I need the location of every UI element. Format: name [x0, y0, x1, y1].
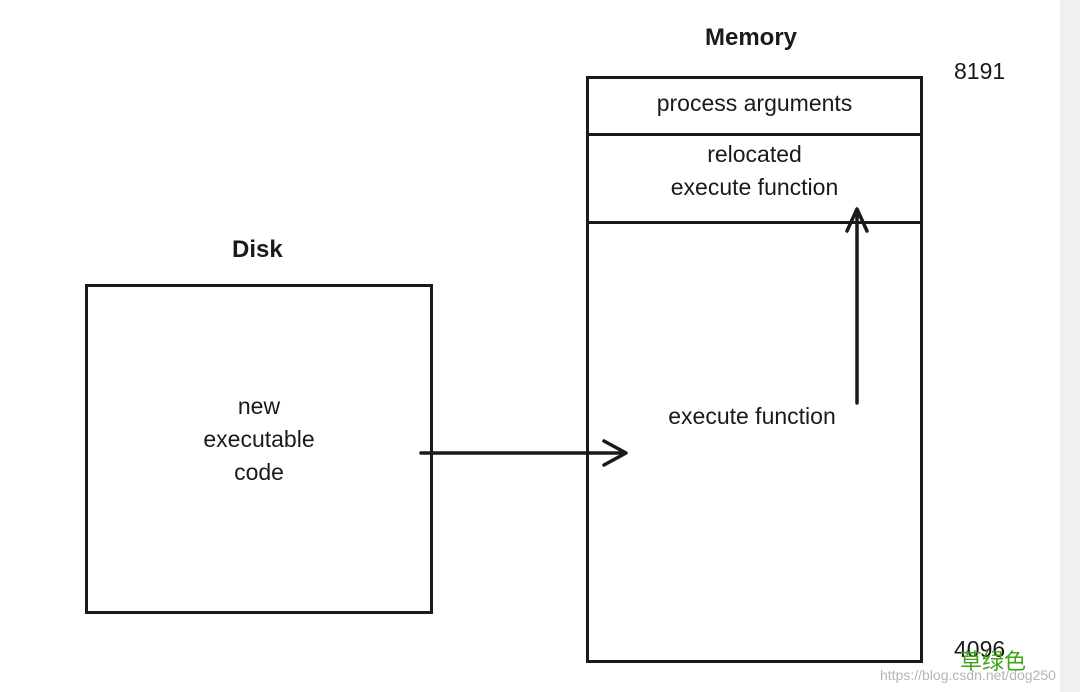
memory-divider-1	[586, 133, 923, 136]
disk-box	[85, 284, 433, 614]
memory-box	[586, 76, 923, 663]
memory-address-top: 8191	[954, 58, 1006, 84]
relocated-label-line-1: relocated	[707, 141, 802, 167]
relocated-label-line-2: execute function	[670, 174, 839, 200]
watermark-text: 草绿色	[960, 650, 1027, 675]
right-edge-strip	[1060, 0, 1080, 692]
watermark-url: https://blog.csdn.net/dog250	[880, 667, 1056, 683]
disk-heading: Disk	[232, 236, 283, 263]
disk-content-line-3: code	[234, 459, 284, 485]
disk-content-line-1: new	[237, 393, 281, 419]
process-arguments-label: process arguments	[656, 90, 853, 116]
execute-function-label: execute function	[668, 403, 836, 429]
disk-content-line-2: executable	[203, 426, 315, 452]
memory-address-bottom: 4096	[954, 636, 1006, 662]
memory-heading: Memory	[705, 24, 798, 51]
memory-divider-2	[586, 221, 923, 224]
